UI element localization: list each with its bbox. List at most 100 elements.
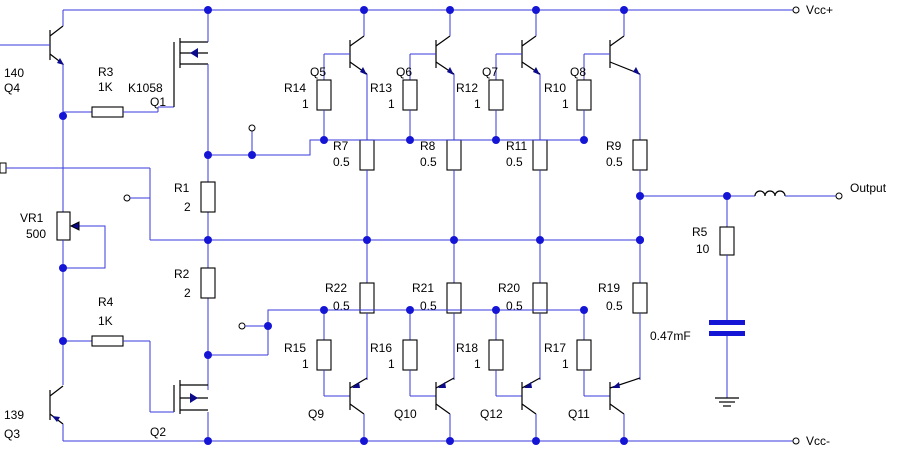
upper-emitter-resistor-name: R9 <box>606 139 622 153</box>
mid-junction <box>636 236 644 244</box>
upper-transistor-name: Q8 <box>570 65 586 79</box>
upper-emitter-resistor-name: R7 <box>333 139 349 153</box>
vcc-negative-rail <box>63 437 800 445</box>
lower-base-junction <box>406 306 414 314</box>
upper-base-resistor-value: 1 <box>474 97 481 111</box>
collector-junction <box>360 6 368 14</box>
lower-emitter-resistor-name: R19 <box>598 281 620 295</box>
resistor-r2 <box>200 267 216 299</box>
lower-base-resistor <box>488 339 504 371</box>
vcc-pos-label: Vcc+ <box>806 3 833 17</box>
resistor-r1 <box>200 181 216 213</box>
upper-emitter-resistor-name: R8 <box>420 139 436 153</box>
junction-dots <box>59 6 731 445</box>
emitter-arrow <box>438 382 446 388</box>
emitter-arrow <box>447 67 454 75</box>
lower-transistor-name: Q9 <box>308 407 324 421</box>
lower-transistor-name: Q12 <box>480 407 503 421</box>
q1-part: K1058 <box>128 81 163 95</box>
upper-emitter-resistor-value: 0.5 <box>606 155 623 169</box>
lower-emitter-resistor-value: 0.5 <box>333 299 350 313</box>
lower-base-resistor <box>402 339 418 371</box>
emitter-arrow <box>612 382 620 388</box>
lower-base-resistor <box>576 339 592 371</box>
lower-emitter-resistor <box>446 282 462 314</box>
output-label: Output <box>850 181 887 195</box>
upper-transistor-name: Q6 <box>396 65 412 79</box>
input-terminal <box>0 162 640 241</box>
r3-value: 1K <box>98 80 113 94</box>
emitter-arrow <box>524 382 532 388</box>
mosfet-q2 <box>173 380 208 414</box>
q4-name: Q4 <box>4 81 20 95</box>
q4-part: 140 <box>4 66 24 80</box>
base-resistor <box>576 79 592 111</box>
upper-base-resistor-name: R13 <box>370 81 392 95</box>
lower-base-junction <box>320 306 328 314</box>
collector-junction <box>532 437 540 445</box>
upper-column-1: R14 1R7 0.5 Q5 <box>284 10 375 283</box>
r4-value: 1K <box>98 314 113 328</box>
ground-symbol <box>715 397 739 407</box>
collector-junction <box>620 437 628 445</box>
lower-base-resistor-value: 1 <box>474 357 481 371</box>
r2-name: R2 <box>174 267 190 281</box>
lower-base-resistor <box>316 339 332 371</box>
lower-base-resistor-value: 1 <box>302 357 309 371</box>
lower-emitter-resistor-value: 0.5 <box>506 299 523 313</box>
upper-base-resistor-name: R14 <box>284 81 306 95</box>
emitter-arrow <box>533 67 540 75</box>
lower-emitter-resistor-value: 0.5 <box>606 299 623 313</box>
test-point <box>123 194 131 202</box>
r1-name: R1 <box>174 181 190 195</box>
upper-transistor-name: Q7 <box>482 65 498 79</box>
upper-emitter-resistor-value: 0.5 <box>333 155 350 169</box>
r5-value: 10 <box>696 242 710 256</box>
upper-emitter-resistor-name: R11 <box>506 139 527 153</box>
q2-name: Q2 <box>150 425 166 439</box>
emitter-resistor <box>446 139 462 171</box>
lower-base-junction <box>580 306 588 314</box>
lower-transistor-name: Q10 <box>394 407 417 421</box>
upper-emitter-resistor-value: 0.5 <box>506 155 523 169</box>
lower-base-resistor-value: 1 <box>388 357 395 371</box>
vcc-neg-label: Vcc- <box>806 434 830 448</box>
capacitor <box>709 320 745 398</box>
upper-base-resistor-value: 1 <box>388 97 395 111</box>
emitter-arrow <box>352 382 360 388</box>
mid-junction <box>363 236 371 244</box>
resistor-r4 <box>63 335 174 413</box>
lower-base-resistor-name: R16 <box>370 341 392 355</box>
lower-base-resistor-name: R18 <box>456 341 478 355</box>
base-junction <box>320 136 328 144</box>
base-resistor <box>402 79 418 111</box>
base-resistor <box>488 79 504 111</box>
upper-base-resistor-value: 1 <box>562 97 569 111</box>
vcc-positive-rail <box>63 6 800 14</box>
resistor-r5 <box>719 196 735 320</box>
r4-name: R4 <box>98 295 114 309</box>
collector-junction <box>446 6 454 14</box>
output-node <box>640 190 843 200</box>
lower-base-junction <box>492 306 500 314</box>
lower-emitter-resistor <box>632 282 648 314</box>
lower-transistor-name: Q11 <box>568 407 590 421</box>
mosfet-q1 <box>173 38 208 107</box>
vr1-value: 500 <box>26 227 46 241</box>
base-resistor <box>316 79 332 111</box>
emitter-arrow <box>360 67 367 75</box>
upper-transistor-name: Q5 <box>310 65 326 79</box>
upper-base-resistor-name: R12 <box>456 81 478 95</box>
collector-junction <box>360 437 368 445</box>
lower-emitter-resistor <box>532 282 548 314</box>
upper-base-resistor-value: 1 <box>302 97 309 111</box>
mid-junction <box>536 236 544 244</box>
base-junction <box>406 136 414 144</box>
r2-value: 2 <box>184 286 191 300</box>
base-junction <box>580 136 588 144</box>
